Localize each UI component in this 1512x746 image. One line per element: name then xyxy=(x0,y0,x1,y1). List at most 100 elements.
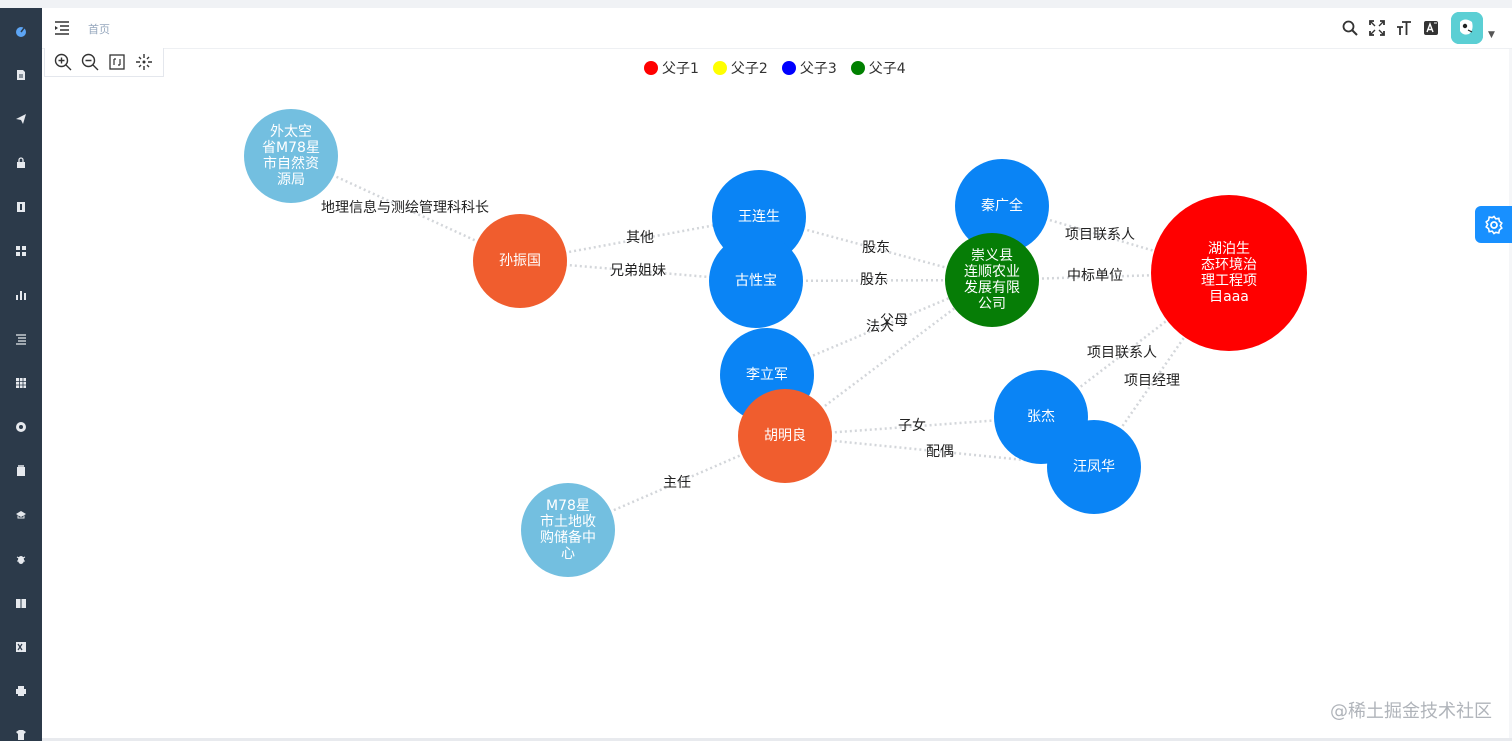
node-circle[interactable] xyxy=(945,233,1039,327)
legend-label: 父子3 xyxy=(799,61,837,77)
grid-icon xyxy=(16,246,26,256)
node-label: 购储备中 xyxy=(540,529,596,546)
edge-label: 项目联系人 xyxy=(1087,345,1157,361)
zoom-out-button[interactable] xyxy=(81,53,99,71)
sidebar-item-theme[interactable] xyxy=(0,724,42,746)
sidebar-item-folder[interactable] xyxy=(0,460,42,482)
node-label: 发展有限 xyxy=(964,280,1020,296)
zoom-out-icon xyxy=(81,53,99,71)
sidebar-item-table[interactable] xyxy=(0,372,42,394)
graph-node-n5[interactable]: 秦广全 xyxy=(955,159,1049,253)
legend-dot xyxy=(644,61,658,75)
fit-view-icon xyxy=(109,54,125,70)
legend-dot xyxy=(850,61,865,75)
legend-item-3[interactable]: 父子3 xyxy=(781,58,837,78)
reset-layout-button[interactable] xyxy=(135,53,153,71)
node-label: 王连生 xyxy=(738,209,780,225)
user-avatar[interactable] xyxy=(1451,12,1483,44)
node-circle[interactable] xyxy=(521,483,615,577)
sidebar-item-components[interactable] xyxy=(0,240,42,262)
sidebar-item-manual[interactable] xyxy=(0,592,42,614)
edge-label: 项目经理 xyxy=(1124,373,1180,389)
sidebar-item-chart[interactable] xyxy=(0,284,42,306)
node-label: 理工程项 xyxy=(1201,273,1257,289)
graph-node-n11[interactable]: 汪凤华 xyxy=(1047,420,1141,514)
shirt-icon xyxy=(16,730,26,740)
graph-toolbar xyxy=(44,48,164,77)
lifebuoy-icon xyxy=(16,422,26,432)
settings-button[interactable] xyxy=(1475,206,1512,243)
sidebar-item-lock[interactable] xyxy=(0,152,42,174)
sidebar-item-education[interactable] xyxy=(0,504,42,526)
header-search-button[interactable] xyxy=(1340,18,1360,38)
sidebar-item-print[interactable] xyxy=(0,680,42,702)
node-circle[interactable] xyxy=(709,234,803,328)
sidebar-item-bug[interactable] xyxy=(0,548,42,570)
sidebar-item-book[interactable] xyxy=(0,196,42,218)
navbar: 首页 ▼ xyxy=(42,8,1512,49)
sidebar-item-dashboard[interactable] xyxy=(0,20,42,42)
zoom-in-button[interactable] xyxy=(54,53,72,71)
lock-icon xyxy=(17,157,25,168)
sidebar-item-help[interactable] xyxy=(0,416,42,438)
node-label: 李立军 xyxy=(746,367,788,383)
node-label: 心 xyxy=(561,546,575,562)
node-label: 崇义县 xyxy=(971,248,1013,264)
graduation-cap-icon xyxy=(16,511,26,519)
node-label: 连顺农业 xyxy=(964,264,1020,280)
sidebar-item-list[interactable] xyxy=(0,328,42,350)
edge-label: 父母 xyxy=(880,313,908,329)
node-label: 市自然资 xyxy=(263,155,319,172)
legend-item-2[interactable]: 父子2 xyxy=(712,58,768,78)
graph-node-n2[interactable]: 孙振国 xyxy=(473,214,567,308)
fit-view-button[interactable] xyxy=(108,53,126,71)
node-label: M78星 xyxy=(546,498,590,514)
legend-label: 父子4 xyxy=(868,61,906,77)
legend-item-4[interactable]: 父子4 xyxy=(850,58,906,78)
edge-n9-n11[interactable] xyxy=(784,434,1095,469)
graph-node-n4[interactable]: 古性宝 xyxy=(709,234,803,328)
edge-label: 项目联系人 xyxy=(1065,227,1135,243)
node-label: 源局 xyxy=(277,172,305,188)
edge-label: 兄弟姐妹 xyxy=(610,263,666,279)
language-button[interactable] xyxy=(1421,18,1441,38)
font-size-button[interactable] xyxy=(1394,18,1414,38)
chevron-down-icon[interactable]: ▼ xyxy=(1488,30,1495,40)
document-icon xyxy=(17,70,25,80)
legend-item-1[interactable]: 父子1 xyxy=(644,58,699,78)
fullscreen-button[interactable] xyxy=(1367,18,1387,38)
avatar-image-icon xyxy=(1451,12,1483,44)
right-edge xyxy=(1509,8,1512,741)
clipboard-icon xyxy=(17,465,25,476)
send-icon xyxy=(16,114,26,124)
sidebar-item-document[interactable] xyxy=(0,64,42,86)
node-circle[interactable] xyxy=(1151,195,1307,351)
sidebar-item-excel[interactable] xyxy=(0,636,42,658)
zoom-in-icon xyxy=(54,53,72,71)
legend-dot xyxy=(781,61,796,75)
graph-node-n9[interactable]: 胡明良 xyxy=(738,389,832,483)
node-circle[interactable] xyxy=(738,389,832,483)
fullscreen-icon xyxy=(1369,20,1385,36)
bottom-strip xyxy=(42,738,1512,741)
sidebar xyxy=(0,8,42,741)
edge-label: 子女 xyxy=(898,417,926,434)
breadcrumb-home[interactable]: 首页 xyxy=(88,23,110,36)
node-circle[interactable] xyxy=(244,109,338,203)
sidebar-item-send[interactable] xyxy=(0,108,42,130)
edge-label: 其他 xyxy=(626,230,654,246)
node-label: 湖泊生 xyxy=(1208,241,1250,257)
node-circle[interactable] xyxy=(473,214,567,308)
node-circle[interactable] xyxy=(1047,420,1141,514)
hamburger-toggle[interactable] xyxy=(54,20,70,36)
node-circle[interactable] xyxy=(955,159,1049,253)
open-book-icon xyxy=(16,599,26,608)
edge-label: 法人 xyxy=(866,319,894,335)
table-icon xyxy=(16,378,26,388)
excel-icon xyxy=(16,642,26,652)
